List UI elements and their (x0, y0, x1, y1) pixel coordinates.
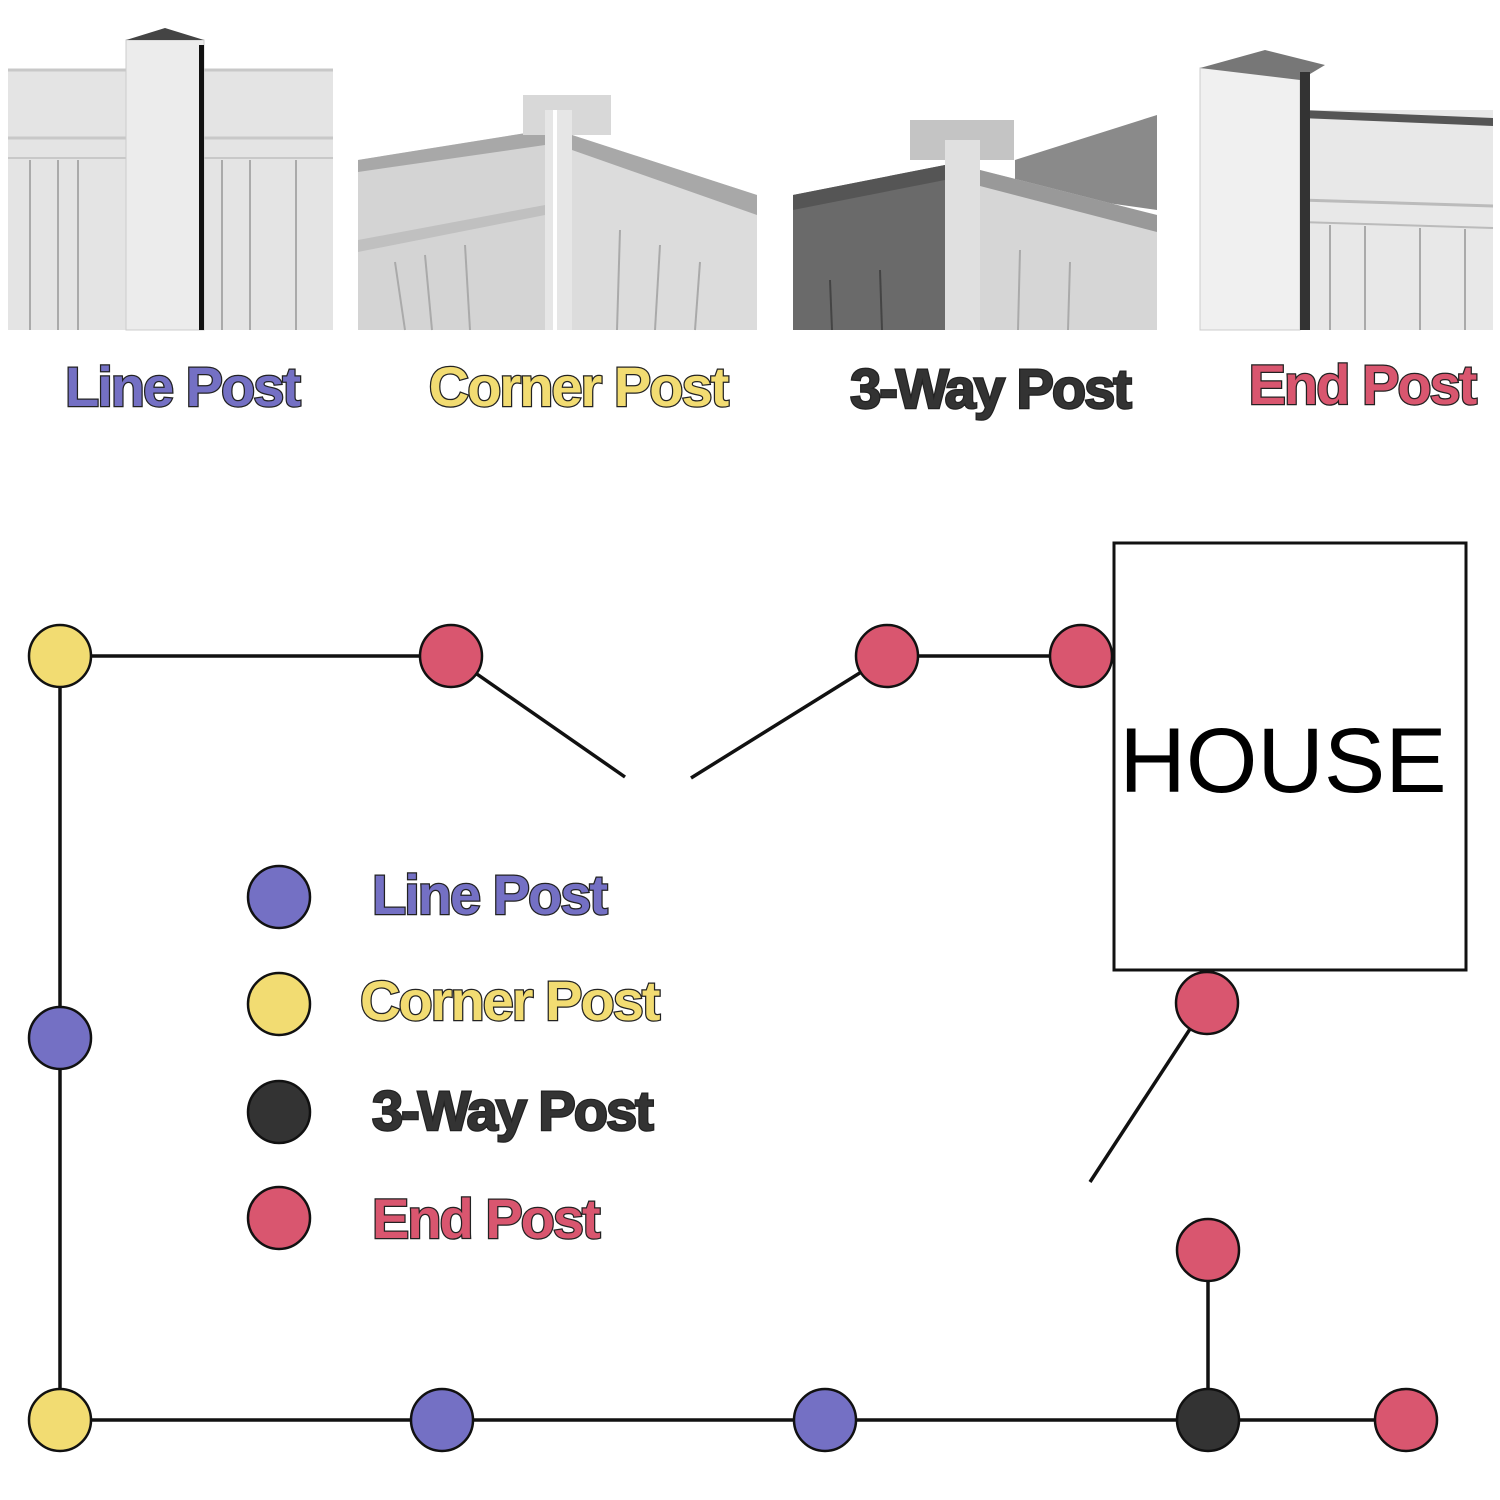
legend-label-3-way-post: 3-Way Post (372, 1079, 653, 1142)
end-post-illustration (1199, 50, 1494, 331)
three-way-post-marker (1175, 1387, 1241, 1453)
gate-segment (450, 654, 626, 779)
legend-label-corner-post: Corner Post (360, 969, 660, 1032)
three-way-post-illustration (793, 115, 1157, 331)
house-label: HOUSE (1119, 710, 1446, 812)
end-post-marker (1175, 1217, 1241, 1283)
end-post-marker (418, 623, 484, 689)
posts (27, 623, 1439, 1453)
legend-swatch-line-post (246, 864, 312, 930)
line-post-marker (792, 1387, 858, 1453)
end-post-marker (1174, 970, 1240, 1036)
gate-segment (1088, 1002, 1209, 1183)
house-box (1112, 541, 1468, 972)
gate-segment (690, 654, 888, 780)
photo-label-3-way-post: 3-Way Post (850, 357, 1131, 420)
end-post-marker (1048, 623, 1114, 689)
legend-swatch-corner-post (246, 971, 312, 1037)
end-post-marker (854, 623, 920, 689)
legend-swatch-3-way-post (246, 1079, 312, 1145)
photo-label-end-post: End Post (1249, 353, 1477, 416)
legend-label-line-post: Line Post (372, 863, 607, 926)
line-post-marker (409, 1387, 475, 1453)
corner-post-marker (27, 623, 93, 689)
photo-label-line-post: Line Post (65, 355, 300, 418)
corner-post-marker (27, 1387, 93, 1453)
legend: Line Post Corner Post 3-Way Post End Pos… (246, 862, 663, 1251)
legend-label-end-post: End Post (372, 1187, 600, 1250)
line-post-illustration (8, 28, 333, 331)
legend-swatch-end-post (246, 1185, 312, 1251)
end-post-marker (1373, 1387, 1439, 1453)
line-post-marker (27, 1005, 93, 1071)
corner-post-illustration (358, 95, 757, 331)
photo-label-corner-post: Corner Post (429, 355, 729, 418)
